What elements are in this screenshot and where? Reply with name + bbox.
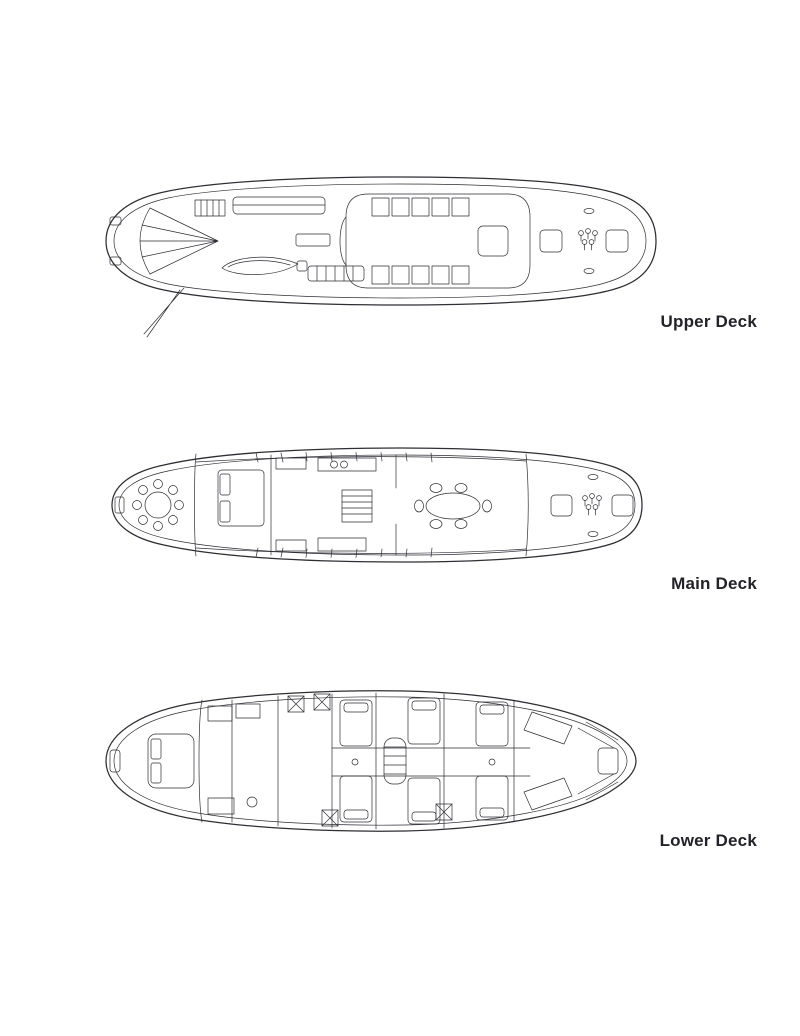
deck-label-upper: Upper Deck xyxy=(660,312,757,331)
tender-boat xyxy=(221,256,308,275)
aft-sunpad xyxy=(307,265,365,282)
main-deck-plan xyxy=(106,438,648,574)
deck-label-lower: Lower Deck xyxy=(659,831,757,850)
hatch-x-boxes xyxy=(287,693,453,827)
lower-deck-drawing xyxy=(105,690,637,832)
dining-table xyxy=(414,483,492,529)
bow-cabin xyxy=(147,699,261,823)
companionway xyxy=(383,737,407,785)
aft-deck-items xyxy=(539,208,629,274)
engine-room xyxy=(523,711,619,811)
upper-deck-plan xyxy=(100,170,662,355)
lower-deck-plan xyxy=(100,686,642,838)
bow-deck-furniture xyxy=(194,196,331,247)
aft-deck-items xyxy=(550,474,634,537)
forward-cabin xyxy=(217,454,307,556)
corridor xyxy=(331,747,531,777)
guest-beds xyxy=(339,697,509,825)
hull-outline xyxy=(105,690,637,832)
deck-label-main: Main Deck xyxy=(671,574,757,593)
hull-outline xyxy=(105,176,657,306)
bow-table xyxy=(132,479,184,531)
hull-outline xyxy=(111,447,643,563)
people-icon xyxy=(582,493,602,516)
helm-fan xyxy=(139,207,219,275)
deckhouse-sides xyxy=(194,452,529,558)
main-deck-drawing xyxy=(111,447,643,563)
people-icon xyxy=(578,228,598,251)
stairs xyxy=(341,489,373,523)
upper-deck-drawing xyxy=(105,176,657,338)
deckhouse xyxy=(339,193,531,289)
galley xyxy=(317,454,397,556)
bulkheads xyxy=(231,692,515,830)
flag-line xyxy=(143,287,185,338)
